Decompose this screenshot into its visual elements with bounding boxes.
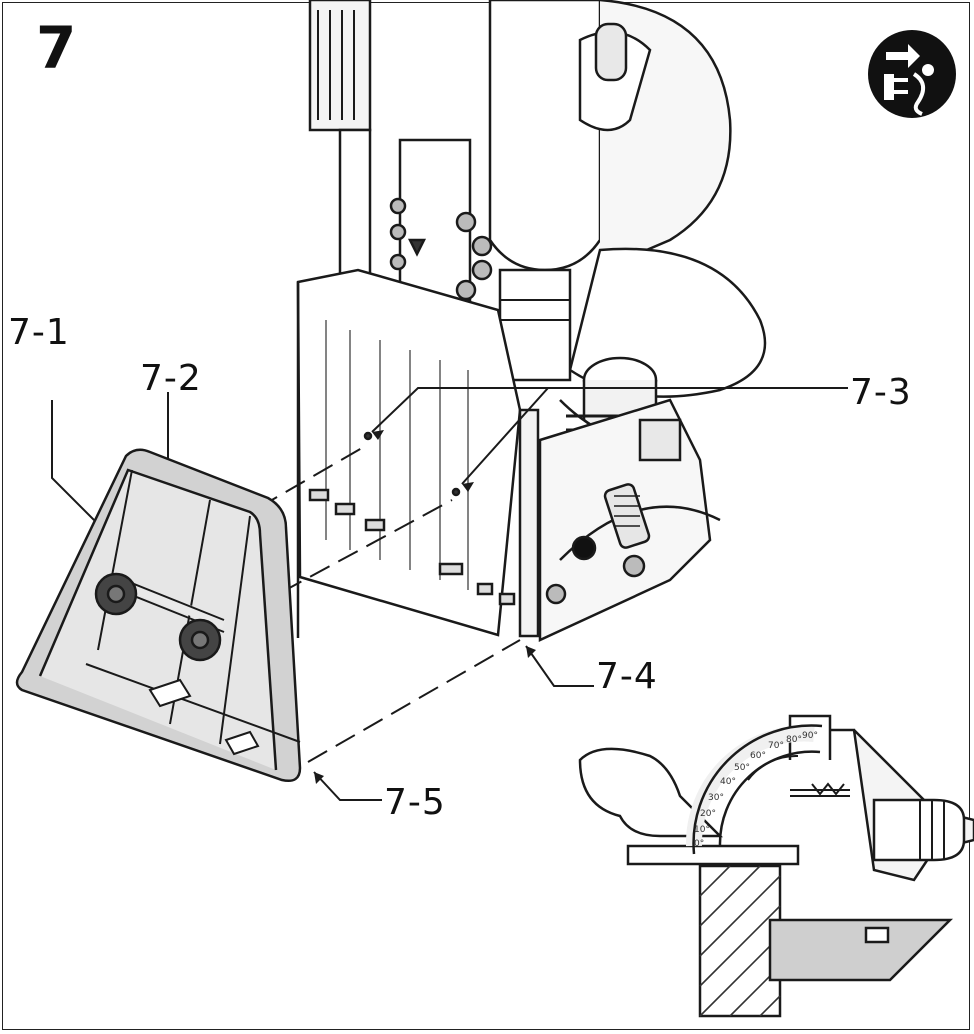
workpiece-hatch bbox=[699, 865, 781, 1017]
biscuit-joiner-motor bbox=[308, 0, 767, 398]
callout-arrowheads bbox=[314, 430, 536, 784]
angle-label: 70° bbox=[768, 741, 784, 751]
angle-label: 60° bbox=[750, 751, 766, 761]
angle-label: 20° bbox=[700, 809, 716, 819]
disconnect-plug-icon bbox=[868, 30, 956, 118]
angle-label: 30° bbox=[708, 793, 724, 803]
angle-label: 90° bbox=[802, 731, 818, 741]
angle-label: 10° bbox=[694, 825, 710, 835]
angle-scale: 0° 10° 20° 30° 40° 50° 60° 70° 80° 90° bbox=[694, 731, 818, 849]
support-bracket bbox=[15, 448, 302, 782]
tool-housing bbox=[296, 268, 540, 638]
callout-7-1: 7-1 bbox=[8, 312, 70, 353]
angle-label: 40° bbox=[720, 777, 736, 787]
callout-7-3: 7-3 bbox=[850, 372, 912, 413]
angle-label: 50° bbox=[734, 763, 750, 773]
callout-7-4: 7-4 bbox=[596, 656, 658, 697]
angle-fence-mechanism bbox=[538, 398, 721, 642]
callout-7-2: 7-2 bbox=[140, 358, 202, 399]
alignment-lines bbox=[257, 447, 521, 763]
angle-label: 0° bbox=[694, 839, 704, 849]
callout-7-5: 7-5 bbox=[384, 782, 446, 823]
figure-number: 7 bbox=[36, 14, 77, 82]
angle-label: 80° bbox=[786, 735, 802, 745]
inset-side-view bbox=[578, 714, 974, 1018]
